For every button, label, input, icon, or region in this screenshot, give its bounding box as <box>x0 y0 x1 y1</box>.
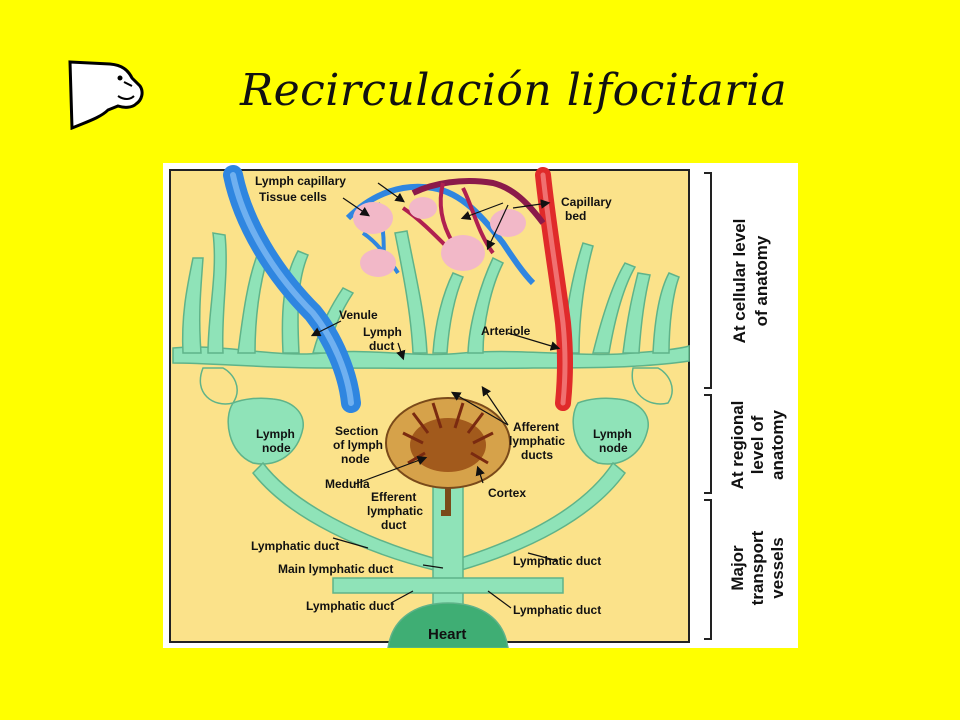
label-efferent-2: lymphatic <box>367 504 423 518</box>
leader-lines <box>310 182 561 609</box>
level-regional-line-2: level of <box>748 415 767 474</box>
level-cellular-group: At cellular level of anatomy <box>730 219 771 344</box>
label-lymph-node-right-1: Lymph <box>593 427 632 441</box>
label-main-lymphatic-duct: Main lymphatic duct <box>278 562 393 576</box>
label-efferent-3: duct <box>381 518 406 532</box>
label-arteriole: Arteriole <box>481 324 531 338</box>
label-section-3: node <box>341 452 370 466</box>
label-tissue-cells: Tissue cells <box>259 190 327 204</box>
label-heart: Heart <box>428 626 466 643</box>
label-lymphatic-duct-bottom-right: Lymphatic duct <box>513 603 601 617</box>
lymph-node-section <box>385 397 511 516</box>
level-brackets <box>704 172 712 640</box>
label-cortex: Cortex <box>488 486 526 500</box>
label-afferent-1: Afferent <box>513 420 559 434</box>
level-regional-line-1: At regional <box>728 401 747 490</box>
label-lymph-duct-1: Lymph <box>363 325 402 339</box>
label-lymph-node-left-1: Lymph <box>256 427 295 441</box>
label-venule: Venule <box>339 308 378 322</box>
level-regional-line-3: anatomy <box>768 410 787 480</box>
level-transport-line-1: Major <box>728 545 747 591</box>
label-medulla: Medulla <box>325 477 370 491</box>
label-capillary-bed-2: bed <box>565 209 586 223</box>
label-lymph-duct-2: duct <box>369 339 394 353</box>
label-lymph-node-right-2: node <box>599 441 628 455</box>
level-cellular-line-1: At cellular level <box>730 219 749 344</box>
lymphatic-circulation-diagram: Lymph capillary Tissue cells Capillary b… <box>163 163 798 648</box>
level-regional-group: At regional level of anatomy <box>728 401 787 490</box>
label-lymphatic-duct-bottom-left: Lymphatic duct <box>306 599 394 613</box>
label-afferent-3: ducts <box>521 448 553 462</box>
animal-head-icon <box>68 60 144 130</box>
slide-title: Recirculación lifocitaria <box>240 65 788 116</box>
label-lymph-node-left-2: node <box>262 441 291 455</box>
label-section-1: Section <box>335 424 378 438</box>
level-transport-group: Major transport vessels <box>728 530 787 605</box>
label-efferent-1: Efferent <box>371 490 416 504</box>
label-capillary-bed-1: Capillary <box>561 195 612 209</box>
level-transport-line-3: vessels <box>768 537 787 598</box>
label-lymphatic-duct-left: Lymphatic duct <box>251 539 339 553</box>
label-section-2: of lymph <box>333 438 383 452</box>
level-transport-line-2: transport <box>748 530 767 605</box>
label-lymph-capillary: Lymph capillary <box>255 174 346 188</box>
label-afferent-2: lymphatic <box>509 434 565 448</box>
label-lymphatic-duct-right: Lymphatic duct <box>513 554 601 568</box>
blood-vessels <box>223 165 573 413</box>
level-cellular-line-2: of anatomy <box>752 235 771 326</box>
